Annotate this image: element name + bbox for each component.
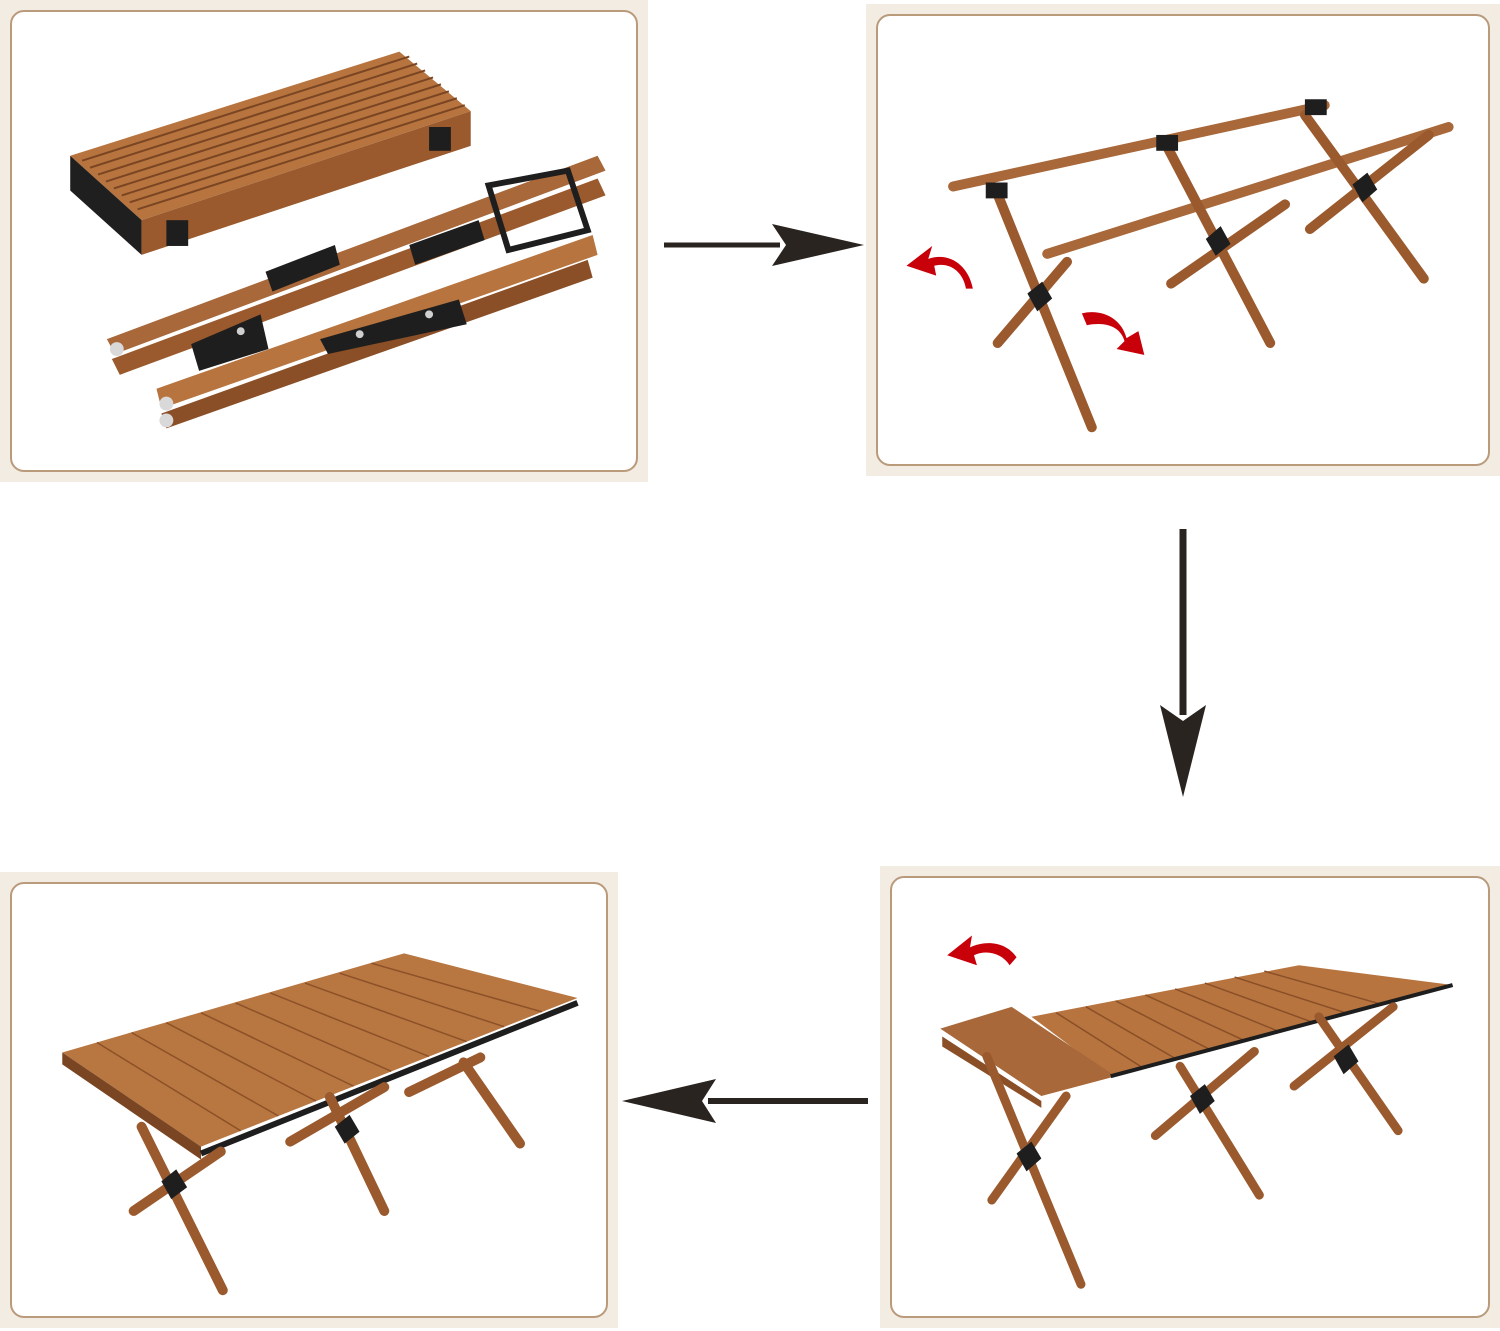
- folded-legs: [106, 155, 606, 429]
- step-3-panel: [880, 866, 1500, 1328]
- table-legs: [128, 1052, 525, 1296]
- tabletop: [62, 953, 579, 1160]
- step-4-panel: [0, 872, 618, 1328]
- folded-table-illustration: [70, 51, 606, 429]
- leg-hardware: [1016, 1044, 1359, 1172]
- step-4-frame: [10, 882, 608, 1318]
- rotate-arrow-icon: [947, 935, 1017, 966]
- rotate-arrow-icon: [906, 245, 973, 289]
- step-1-frame: [10, 10, 638, 472]
- step-3-frame: [890, 876, 1490, 1318]
- folded-tabletop: [70, 51, 471, 255]
- step-1-panel: [0, 0, 648, 482]
- step-2-panel: [866, 4, 1500, 476]
- arrow-down-icon: [1160, 529, 1206, 797]
- leg-hardware: [161, 1114, 360, 1200]
- arrow-left-icon: [622, 1079, 868, 1123]
- rolling-tabletop-illustration: [940, 935, 1454, 1289]
- arrow-right-icon: [664, 224, 864, 266]
- step-2-frame: [876, 14, 1490, 466]
- assembled-table-illustration: [62, 953, 579, 1296]
- unfolded-frame-illustration: [906, 99, 1454, 433]
- rotate-arrow-icon: [1081, 312, 1145, 355]
- table-frame: [948, 99, 1454, 433]
